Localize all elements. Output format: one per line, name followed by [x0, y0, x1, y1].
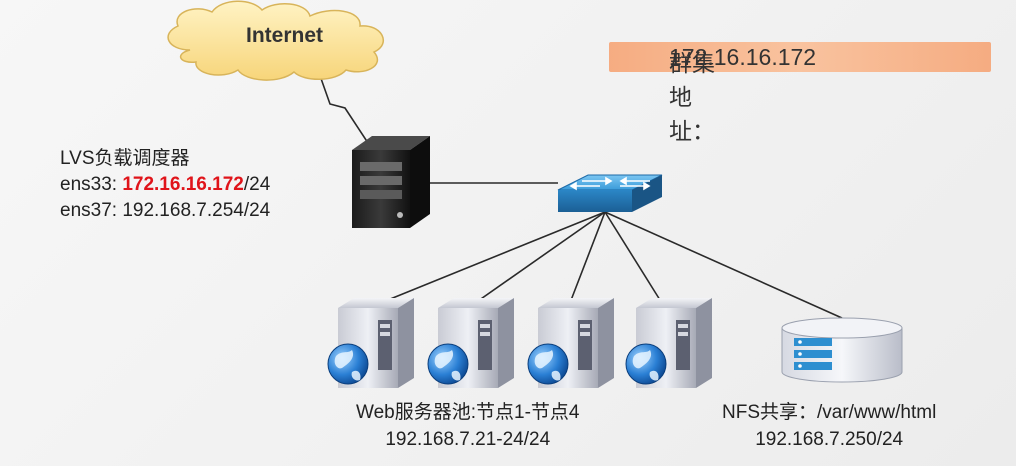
switch-to-web1-link: [367, 211, 606, 309]
switch-to-nfs-link: [604, 211, 843, 319]
lvs-ens33-ip: 172.16.16.172: [122, 174, 244, 195]
network-switch-icon: [557, 174, 663, 212]
web-server-4-icon: [625, 298, 712, 388]
switch-to-web2-link: [467, 211, 606, 309]
internet-cloud-icon: [167, 0, 385, 81]
nfs-ip: 192.168.7.250/24: [755, 429, 904, 450]
lvs-info: LVS负载调度器 ens33: 172.16.16.172/24 ens37: …: [60, 146, 270, 224]
lvs-title: LVS负载调度器: [60, 148, 190, 169]
web-pool-title: Web服务器池:节点1-节点4: [356, 402, 580, 423]
web-pool-info: Web服务器池:节点1-节点4 192.168.7.21-24/24: [356, 399, 579, 453]
connections: [317, 69, 843, 319]
nfs-storage-icon: [781, 317, 903, 383]
switch-to-web4-link: [604, 211, 666, 309]
lvs-server-icon: [352, 136, 430, 228]
web-server-1-icon: [327, 298, 414, 388]
switch-to-web3-link: [567, 211, 606, 309]
cluster-address-banner: 群集地址：172.16.16.172: [609, 42, 991, 144]
nfs-info: NFS共享：/var/www/html 192.168.7.250/24: [722, 399, 936, 453]
internet-to-lvs-link: [317, 69, 371, 147]
internet-label: Internet: [246, 24, 324, 47]
lvs-ens37: ens37: 192.168.7.254/24: [60, 200, 271, 221]
web-server-2-icon: [427, 298, 514, 388]
web-server-3-icon: [527, 298, 614, 388]
web-pool-ips: 192.168.7.21-24/24: [385, 429, 551, 450]
lvs-ens33: ens33: 172.16.16.172/24: [60, 174, 271, 195]
nfs-title: NFS共享：/var/www/html: [722, 402, 937, 423]
